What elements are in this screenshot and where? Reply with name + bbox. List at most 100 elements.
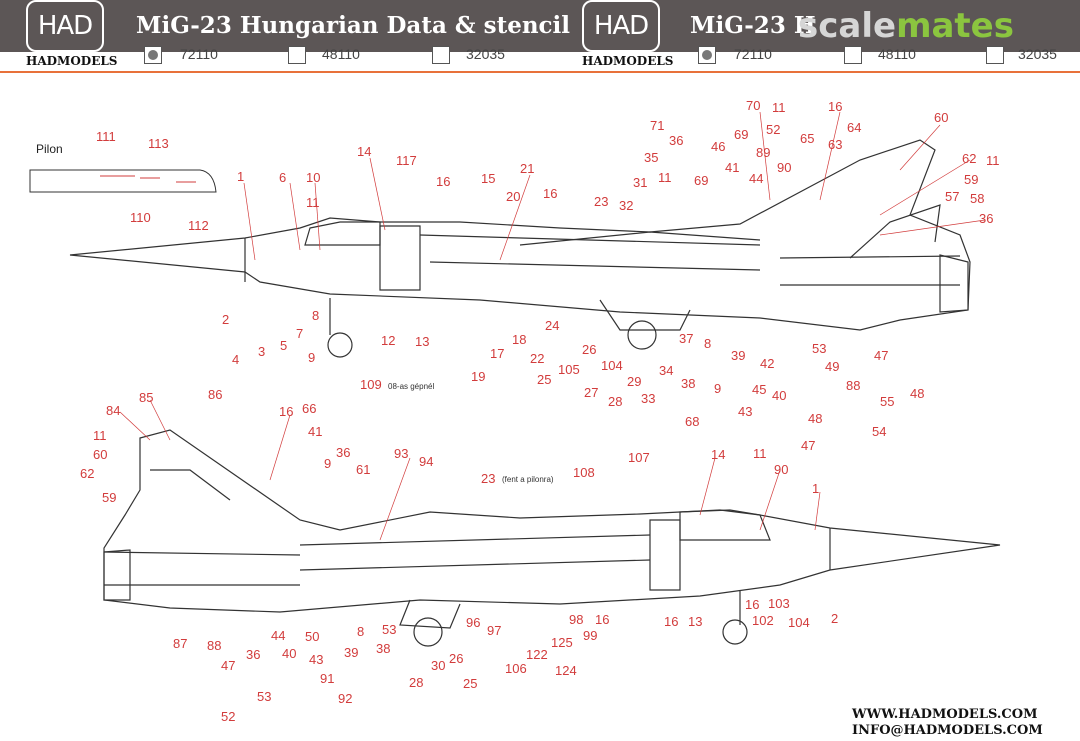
callout: 97 (487, 623, 501, 638)
callout: 60 (93, 447, 107, 462)
callout: 42 (760, 356, 774, 371)
callout: 40 (772, 388, 786, 403)
callout: 28 (409, 675, 423, 690)
callout: 8 (312, 308, 319, 323)
callout: 68 (685, 414, 699, 429)
callout: 93 (394, 446, 408, 461)
callout-leaders-bottom (119, 399, 821, 541)
callout: 33 (641, 391, 655, 406)
callout: 26 (582, 342, 596, 357)
callout: 52 (766, 122, 780, 137)
callout: 16 (664, 614, 678, 629)
callout: 47 (801, 438, 815, 453)
callout: 62 (962, 151, 976, 166)
callout: 38 (376, 641, 390, 656)
callout: 16 (745, 597, 759, 612)
scale-label-32: 32035 (466, 46, 505, 62)
callout: 8 (704, 336, 711, 351)
callout: 36 (669, 133, 683, 148)
sheet-title-repeat: MiG-23 H (690, 12, 816, 39)
callout: 124 (555, 663, 577, 678)
callout: 57 (945, 189, 959, 204)
callout: 18 (512, 332, 526, 347)
callout: 8 (357, 624, 364, 639)
callout: 61 (356, 462, 370, 477)
accent-rule (0, 71, 1080, 73)
callout: 84 (106, 403, 120, 418)
callout-leaders-top (243, 111, 986, 261)
callout: 12 (381, 333, 395, 348)
callout: 111 (96, 129, 116, 144)
callout: 1 (237, 169, 244, 184)
callout: 16 (436, 174, 450, 189)
callout: 98 (569, 612, 583, 627)
aircraft-stencil-drawing: Pilon (29, 98, 1001, 724)
callout: 29 (627, 374, 641, 389)
scale-checkbox-48 (288, 46, 306, 64)
callout: 21 (520, 161, 534, 176)
aircraft-right-profile (103, 429, 1001, 647)
callout: 13 (415, 334, 429, 349)
watermark-part-b: mates (896, 6, 1014, 46)
callout: 49 (825, 359, 839, 374)
side-note-2: (fent a pilonra) (502, 475, 554, 484)
callout: 43 (309, 652, 323, 667)
scale-checkbox-32-repeat (986, 46, 1004, 64)
pylon-title: Pilon (36, 142, 63, 156)
callout: 53 (257, 689, 271, 704)
callout: 103 (768, 596, 790, 611)
scale-checkbox-72-repeat (698, 46, 716, 64)
callout: 11 (93, 428, 107, 443)
callout: 1 (812, 481, 819, 496)
callout: 94 (419, 454, 433, 469)
callout: 48 (808, 411, 822, 426)
callout: 112 (188, 218, 209, 233)
header: HAD HADMODELS MiG-23 Hungarian Data & st… (0, 0, 1080, 70)
callouts-top: 111 113 110 112 1 2 4 3 5 7 6 10 11 8 9 … (96, 98, 1000, 453)
callout: 117 (396, 153, 417, 168)
callout: 28 (608, 394, 622, 409)
callout: 109 (360, 377, 382, 392)
callout: 36 (336, 445, 350, 460)
callout: 3 (258, 344, 265, 359)
scale-label-48: 48110 (322, 46, 360, 62)
callout: 6 (279, 170, 286, 185)
callout: 7 (296, 326, 303, 341)
callout: 48 (910, 386, 924, 401)
website-link[interactable]: WWW.HADMODELS.COM (852, 707, 1038, 722)
callout: 41 (308, 424, 322, 439)
callout: 125 (551, 635, 573, 650)
callout: 32 (619, 198, 633, 213)
watermark-part-a: scale (798, 6, 897, 46)
callout: 9 (714, 381, 721, 396)
callout: 25 (537, 372, 551, 387)
pylon-drawing (29, 169, 217, 193)
aircraft-left-profile (69, 139, 971, 358)
callout: 11 (772, 100, 786, 115)
callout: 41 (725, 160, 739, 175)
callout: 107 (628, 450, 650, 465)
callout: 22 (530, 351, 544, 366)
scale-checkbox-72 (144, 46, 162, 64)
callout: 86 (208, 387, 222, 402)
callout: 90 (774, 462, 788, 477)
callout: 35 (644, 150, 658, 165)
callout: 47 (874, 348, 888, 363)
callout: 9 (324, 456, 331, 471)
callout: 15 (481, 171, 495, 186)
callout: 104 (601, 358, 623, 373)
callout: 16 (595, 612, 609, 627)
scale-checkbox-32 (432, 46, 450, 64)
callout: 44 (749, 171, 763, 186)
callout: 2 (222, 312, 229, 327)
email-link[interactable]: INFO@HADMODELS.COM (852, 723, 1043, 738)
callout: 45 (752, 382, 766, 397)
callout: 59 (964, 172, 978, 187)
callout: 23 (594, 194, 608, 209)
callout: 4 (232, 352, 239, 367)
callout: 50 (305, 629, 319, 644)
callout: 122 (526, 647, 548, 662)
callout: 105 (558, 362, 580, 377)
logo-subtitle-repeat: HADMODELS (582, 54, 674, 68)
callout: 39 (344, 645, 358, 660)
